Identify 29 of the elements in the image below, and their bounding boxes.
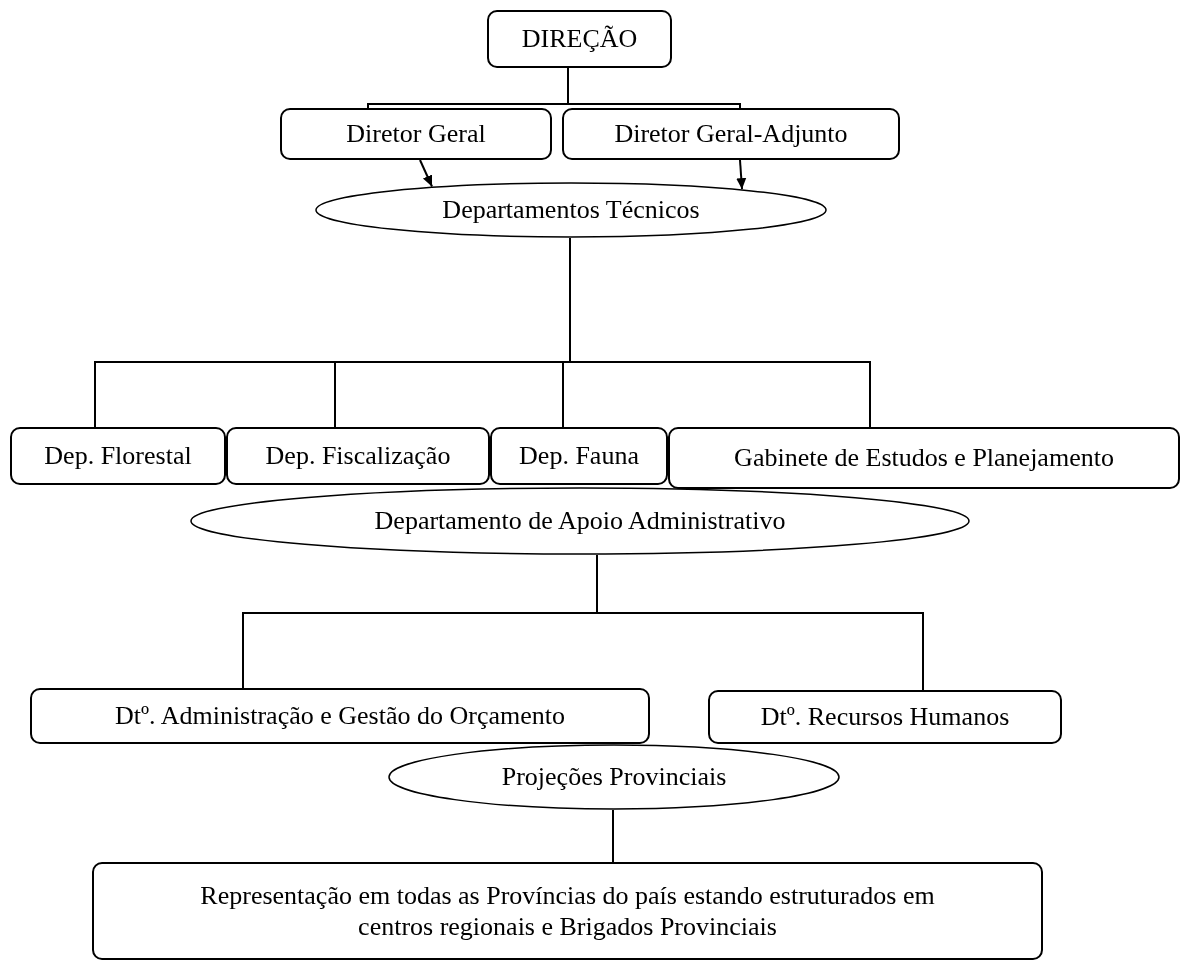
connector-line <box>612 809 614 863</box>
node-label: DIREÇÃO <box>521 23 638 55</box>
org-box <box>708 690 1062 744</box>
node-label: Dep. Fiscalização <box>265 440 451 472</box>
org-ellipse <box>388 744 840 810</box>
org-ellipse <box>190 487 970 555</box>
org-box <box>30 688 650 744</box>
node-label: Diretor Geral <box>346 118 486 150</box>
org-box <box>92 862 1043 960</box>
org-box <box>280 108 552 160</box>
node-label: Departamentos Técnicos <box>442 194 700 226</box>
node-label: Dtº. Administração e Gestão do Orçamento <box>115 700 565 732</box>
arrow <box>736 159 747 191</box>
node-label: Gabinete de Estudos e Planejamento <box>734 442 1114 474</box>
org-box <box>10 427 226 485</box>
org-box <box>226 427 490 485</box>
org-ellipse <box>315 182 827 238</box>
node-label: Dtº. Recursos Humanos <box>760 701 1010 733</box>
arrow <box>419 159 433 188</box>
org-box <box>562 108 900 160</box>
node-label: Projeções Provinciais <box>501 761 727 793</box>
node-label: Departamento de Apoio Administrativo <box>374 505 786 537</box>
org-box <box>668 427 1180 489</box>
node-label: Dep. Fauna <box>519 440 639 472</box>
org-box <box>487 10 672 68</box>
node-label: Representação em todas as Províncias do país estando estruturados em centros regionais e Brigados Provinciais <box>199 879 936 943</box>
org-box <box>490 427 668 485</box>
node-label: Diretor Geral-Adjunto <box>614 118 848 150</box>
node-label: Dep. Florestal <box>44 440 192 472</box>
